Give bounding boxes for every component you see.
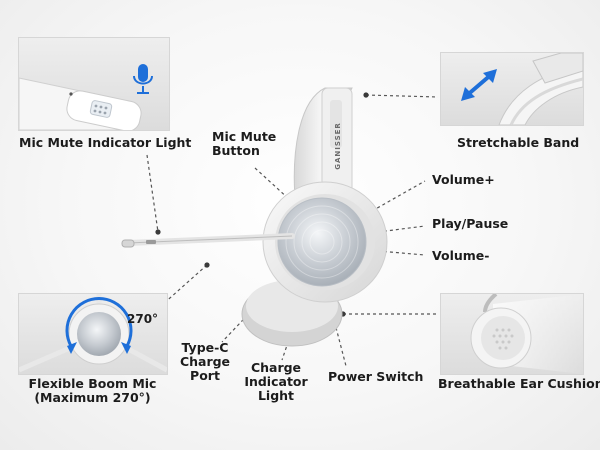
rotation-badge: 270° [127, 312, 159, 326]
label-type-c-line2: Charge [179, 354, 231, 369]
label-type-c: Type-C Charge Port [176, 341, 234, 383]
label-mic-mute-button-line2: Button [212, 143, 260, 158]
label-charge-indicator-line1: Charge [250, 360, 302, 375]
label-charge-indicator-line2: Indicator [244, 374, 308, 389]
inset-mic-mute-light [18, 37, 170, 131]
brand-wordmark: GANISSER [324, 106, 352, 186]
label-type-c-line3: Port [190, 368, 220, 383]
leader-mic-button [254, 167, 291, 201]
label-volume-up: Volume+ [432, 172, 495, 187]
inset-stretchable-band [440, 52, 584, 126]
label-volume-down: Volume- [432, 248, 490, 263]
label-ear-cushion: Breathable Ear Cushion [438, 376, 600, 391]
metal-plate [277, 197, 367, 287]
label-mic-mute-light: Mic Mute Indicator Light [19, 135, 192, 150]
leader-mic-light [146, 154, 159, 233]
label-mic-mute-button-line1: Mic Mute [212, 129, 277, 144]
rotation-arc-icon [65, 297, 133, 347]
label-boom-mic-line1: Flexible Boom Mic [28, 376, 157, 391]
label-charge-indicator-line3: Light [257, 388, 295, 403]
label-boom-mic: Flexible Boom Mic (Maximum 270°) [20, 377, 165, 405]
brand-text: GANISSER [334, 122, 342, 170]
label-type-c-line1: Type-C [181, 340, 229, 355]
label-power-switch: Power Switch [328, 369, 424, 384]
inset-ear-cushion [440, 293, 584, 375]
label-stretchable-band: Stretchable Band [457, 135, 580, 150]
leader-band [365, 94, 439, 98]
label-boom-mic-line2: (Maximum 270°) [34, 390, 151, 405]
leader-volume-up [371, 180, 426, 212]
label-charge-indicator: Charge Indicator Light [240, 361, 312, 403]
label-mic-mute-button: Mic Mute Button [212, 130, 276, 158]
label-play-pause: Play/Pause [432, 216, 509, 231]
leader-boom-mic [161, 264, 208, 306]
inset-boom-mic: 270° [18, 293, 168, 375]
double-arrow-icon [461, 69, 497, 101]
microphone-icon [133, 64, 153, 94]
